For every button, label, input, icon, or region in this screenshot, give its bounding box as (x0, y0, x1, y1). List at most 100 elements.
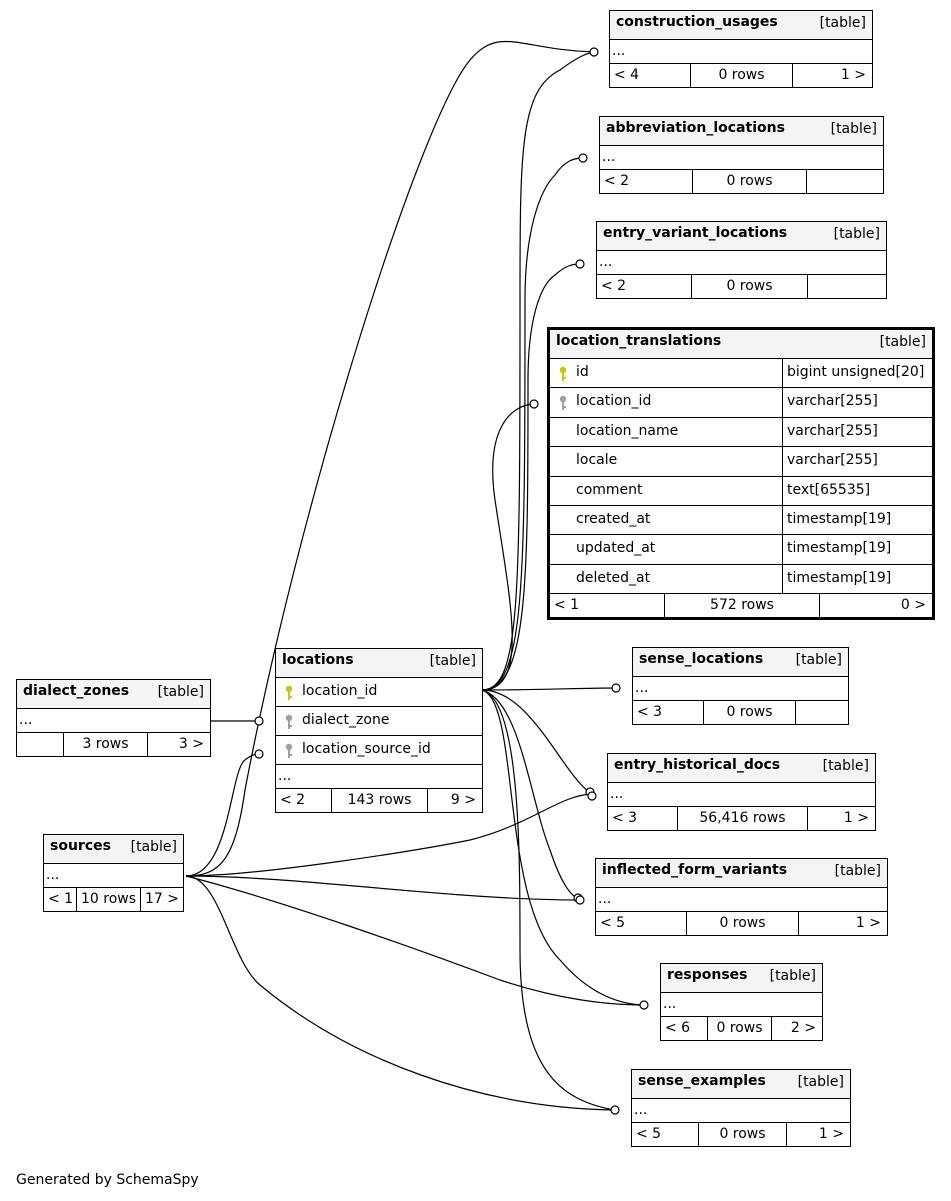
table-name[interactable]: location_translations (556, 333, 722, 349)
column-row-id[interactable]: id bigint unsigned[20] (550, 359, 932, 389)
children-count[interactable] (807, 170, 883, 193)
table-footer: < 6 0 rows 2 > (661, 1017, 822, 1040)
table-header[interactable]: construction_usages [table] (610, 11, 872, 40)
parents-count[interactable] (17, 733, 64, 756)
row-count: 10 rows (77, 888, 141, 911)
column-name: location_name (550, 417, 783, 447)
table-sources[interactable]: sources [table] ... < 1 10 rows 17 > (43, 834, 184, 912)
parents-count[interactable]: < 4 (610, 64, 691, 87)
row-count: 0 rows (704, 701, 796, 724)
column-row-updated-at[interactable]: updated_at timestamp[19] (550, 535, 932, 565)
table-footer: < 2 0 rows (597, 275, 886, 298)
row-count: 3 rows (64, 733, 148, 756)
table-name[interactable]: entry_historical_docs (614, 757, 781, 773)
table-construction-usages[interactable]: construction_usages [table] ... < 4 0 ro… (609, 10, 873, 88)
row-count: 0 rows (691, 64, 793, 87)
table-footer: < 5 0 rows 1 > (632, 1123, 850, 1146)
parents-count[interactable]: < 2 (276, 789, 332, 812)
table-header[interactable]: entry_variant_locations [table] (597, 222, 886, 251)
column-row-deleted-at[interactable]: deleted_at timestamp[19] (550, 564, 932, 595)
table-name[interactable]: construction_usages (616, 14, 778, 30)
edge-locations-responses (481, 689, 644, 1006)
table-header[interactable]: abbreviation_locations [table] (600, 117, 883, 146)
children-count[interactable]: 0 > (900, 597, 926, 614)
edge-sources-sense-examples (185, 875, 615, 1111)
table-dialect-zones[interactable]: dialect_zones [table] ... 3 rows 3 > (16, 679, 211, 757)
column-name: location_id (550, 388, 783, 417)
table-header[interactable]: sense_locations [table] (633, 648, 848, 677)
column-location-source-id[interactable]: location_source_id (276, 736, 482, 765)
edge-end-sense-examples (610, 1105, 620, 1115)
table-header[interactable]: location_translations [table] (550, 330, 932, 359)
table-header[interactable]: entry_historical_docs [table] (608, 754, 875, 783)
parents-count[interactable]: < 2 (600, 170, 693, 193)
columns-ellipsis: ... (608, 783, 875, 807)
children-count[interactable]: 1 > (843, 810, 869, 826)
edge-end-locations-dialect-zone (254, 716, 264, 726)
table-footer: < 1 572 rows 0 > (550, 594, 932, 618)
parents-count[interactable]: < 3 (608, 807, 678, 830)
table-sense-locations[interactable]: sense_locations [table] ... < 3 0 rows (632, 647, 849, 725)
table-name[interactable]: sense_examples (638, 1073, 766, 1089)
children-count[interactable] (796, 701, 848, 724)
table-header[interactable]: locations [table] (276, 649, 482, 678)
column-name: id (550, 359, 783, 388)
table-type: [table] (797, 1074, 844, 1090)
edge-end-inflected-form-variants-b (575, 895, 585, 905)
table-header[interactable]: sense_examples [table] (632, 1070, 850, 1099)
table-responses[interactable]: responses [table] ... < 6 0 rows 2 > (660, 963, 823, 1041)
column-name-text: dialect_zone (302, 712, 390, 728)
children-count[interactable]: 2 > (790, 1020, 816, 1036)
columns-ellipsis: ... (610, 40, 872, 64)
parents-count[interactable]: < 5 (596, 912, 687, 935)
column-row-location-name[interactable]: location_name varchar[255] (550, 417, 932, 448)
table-name[interactable]: dialect_zones (23, 683, 130, 699)
column-row-location-id[interactable]: location_id varchar[255] (550, 388, 932, 418)
children-count[interactable]: 1 > (840, 67, 866, 83)
table-name[interactable]: responses (667, 967, 748, 983)
table-location-translations[interactable]: location_translations [table] id bigint … (547, 327, 935, 621)
columns-ellipsis: ... (632, 1099, 850, 1123)
children-count[interactable]: 3 > (178, 736, 204, 752)
table-sense-examples[interactable]: sense_examples [table] ... < 5 0 rows 1 … (631, 1069, 851, 1147)
column-row-locale[interactable]: locale varchar[255] (550, 447, 932, 477)
column-location-id[interactable]: location_id (276, 678, 482, 707)
row-count: 143 rows (332, 789, 428, 812)
column-type: timestamp[19] (787, 510, 892, 527)
parents-count[interactable]: < 1 (44, 888, 77, 911)
table-name[interactable]: sense_locations (639, 651, 764, 667)
row-count: 0 rows (699, 1123, 787, 1146)
column-row-comment[interactable]: comment text[65535] (550, 476, 932, 506)
parents-count[interactable]: < 2 (597, 275, 692, 298)
table-header[interactable]: inflected_form_variants [table] (596, 859, 887, 888)
edge-end-abbreviation-locations (578, 153, 588, 163)
children-count[interactable]: 1 > (818, 1126, 844, 1142)
table-inflected-form-variants[interactable]: inflected_form_variants [table] ... < 5 … (595, 858, 888, 936)
table-locations[interactable]: locations [table] location_id dialect_zo… (275, 648, 483, 813)
column-name-text: location_id (576, 393, 652, 410)
parents-count[interactable]: < 6 (661, 1017, 708, 1040)
table-name[interactable]: entry_variant_locations (603, 225, 788, 241)
column-dialect-zone[interactable]: dialect_zone (276, 707, 482, 736)
row-count: 0 rows (687, 912, 799, 935)
table-header[interactable]: sources [table] (44, 835, 183, 864)
table-entry-historical-docs[interactable]: entry_historical_docs [table] ... < 3 56… (607, 753, 876, 831)
table-name[interactable]: inflected_form_variants (602, 862, 788, 878)
parents-count[interactable]: < 5 (632, 1123, 699, 1146)
table-header[interactable]: responses [table] (661, 964, 822, 993)
parents-count[interactable]: < 3 (633, 701, 704, 724)
table-header[interactable]: dialect_zones [table] (17, 680, 210, 709)
table-name[interactable]: sources (50, 838, 111, 854)
column-row-created-at[interactable]: created_at timestamp[19] (550, 505, 932, 536)
table-entry-variant-locations[interactable]: entry_variant_locations [table] ... < 2 … (596, 221, 887, 299)
children-count[interactable] (808, 275, 886, 298)
children-count[interactable]: 9 > (450, 792, 476, 808)
edge-sources-inflected-form-variants (185, 875, 581, 901)
parents-count[interactable]: < 1 (550, 594, 665, 618)
edge-locations-inflected-form-variants (481, 689, 579, 899)
table-abbreviation-locations[interactable]: abbreviation_locations [table] ... < 2 0… (599, 116, 884, 194)
children-count[interactable]: 17 > (145, 891, 179, 907)
children-count[interactable]: 1 > (855, 915, 881, 931)
table-name[interactable]: abbreviation_locations (606, 120, 785, 136)
table-name[interactable]: locations (282, 652, 354, 668)
